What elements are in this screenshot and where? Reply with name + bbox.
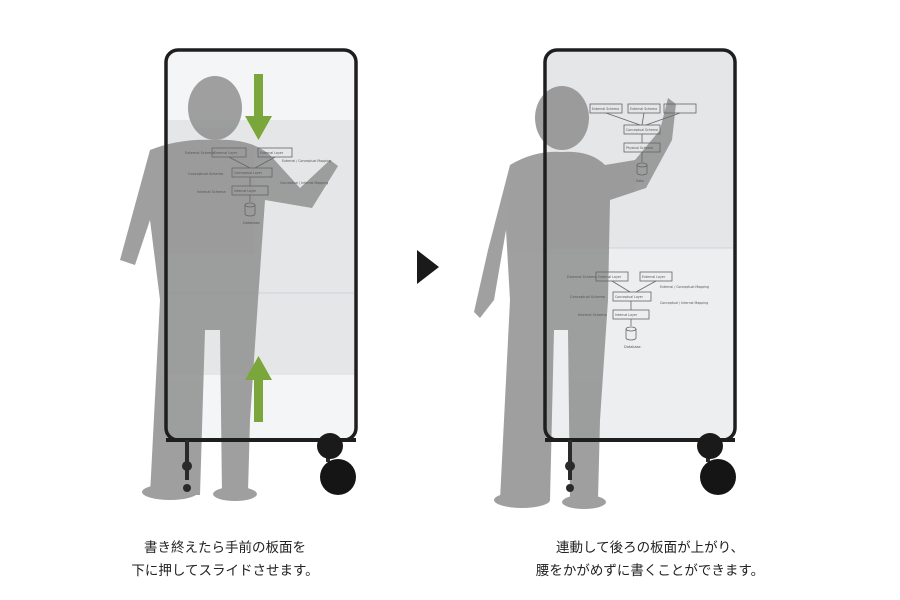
right-caption-line1: 連動して後ろの板面が上がり、	[555, 540, 745, 556]
sketch-box-internal: Internal Layer	[234, 189, 257, 193]
arrow-up-icon	[245, 356, 272, 422]
sketch-box-external-b: External Layer	[260, 151, 284, 155]
upper-sketch-box-b: External Schema	[630, 107, 657, 111]
left-illustration-panel: External Schema Conceptual Schema Intern…	[15, 48, 435, 583]
lower-sketch-db: Database	[624, 345, 641, 349]
right-caption-line2: 腰をかがめずに書くことができます。	[535, 563, 765, 579]
lower-sketch-box-a: External Layer	[598, 275, 622, 279]
left-whiteboard-scene: External Schema Conceptual Schema Intern…	[120, 48, 358, 501]
sketch-box-external-a: External Layer	[214, 151, 238, 155]
caster-stand	[182, 433, 356, 495]
upper-board-sketch	[589, 103, 697, 176]
left-caption-line2: 下に押してスライドさせます。	[131, 563, 319, 579]
lower-board-sketch	[595, 271, 673, 341]
lower-sketch-map2: Conceptual / Internal Mapping	[660, 301, 708, 305]
upper-sketch-box-a: External Schema	[592, 107, 619, 111]
right-illustration-panel: External Schema External Schema Conceptu…	[450, 0, 900, 600]
lower-sketch-label-conceptual: Conceptual Schema	[570, 295, 605, 299]
lower-sketch-map1: External / Conceptual Mapping	[660, 285, 709, 289]
left-caption: 書き終えたら手前の板面を 下に押してスライドさせます。	[15, 537, 435, 583]
sketch-label-conceptual: Conceptual Schema	[188, 172, 223, 176]
lower-sketch-label-external: External Schema	[567, 275, 597, 279]
play-triangle-icon	[417, 250, 439, 284]
sketch-label-internal: Internal Schema	[197, 190, 226, 194]
lower-sketch-label-internal: Internal Schema	[578, 313, 607, 317]
upper-sketch-db: Data	[636, 179, 644, 183]
board-sketch	[211, 147, 293, 217]
sketch-box-conceptual: Conceptual Layer	[234, 171, 263, 175]
sketch-label-external: External Schema	[185, 151, 215, 155]
lower-sketch-box-b: External Layer	[642, 275, 666, 279]
right-whiteboard-scene: External Schema External Schema Conceptu…	[474, 48, 737, 509]
arrow-down-icon	[245, 74, 272, 140]
left-caption-line1: 書き終えたら手前の板面を	[144, 540, 306, 556]
caster-stand-right	[565, 433, 736, 495]
person-silhouette-right	[474, 86, 676, 509]
upper-sketch-box-c: Conceptual Schema	[626, 128, 658, 132]
sketch-db: Database	[243, 221, 260, 225]
lower-sketch-box-c: Conceptual Layer	[615, 295, 644, 299]
upper-sketch-box-d: Physical Schema	[626, 146, 653, 150]
lower-sketch-box-d: Internal Layer	[615, 313, 638, 317]
sketch-map2: Conceptual / Internal Mapping	[280, 181, 328, 185]
right-caption: 連動して後ろの板面が上がり、 腰をかがめずに書くことができます。	[440, 537, 860, 583]
person-silhouette	[120, 76, 338, 501]
sketch-map1: External / Conceptual Mapping	[282, 159, 331, 163]
